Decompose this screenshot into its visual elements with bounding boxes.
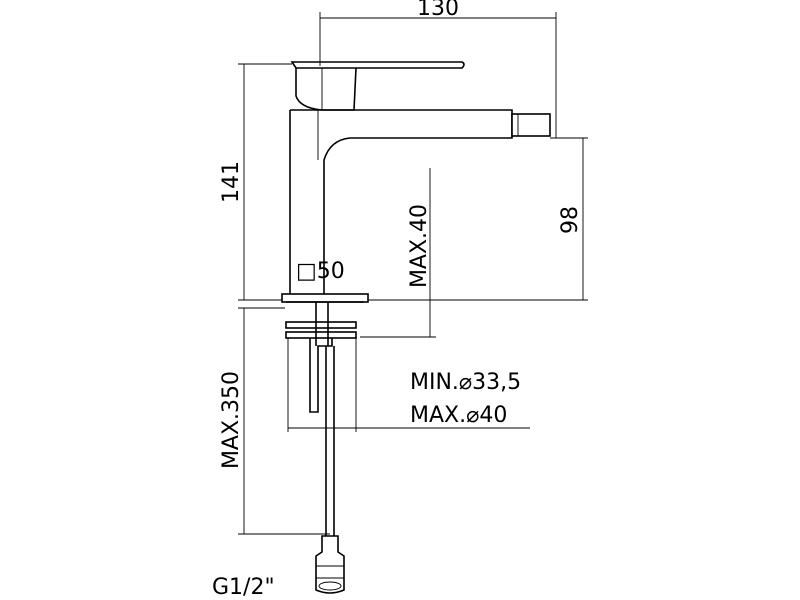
fixing-washer-bottom <box>285 331 357 339</box>
base-plate <box>281 293 369 303</box>
lever-handle <box>290 61 465 69</box>
dimension-lines <box>238 12 588 535</box>
dim-thread: G1/2" <box>212 575 275 600</box>
dim-max-thickness: MAX.40 <box>407 204 432 288</box>
faucet-body <box>281 61 551 594</box>
dim-hole-max: MAX.⌀40 <box>410 403 507 428</box>
dim-height-total: 141 <box>219 161 244 203</box>
spout <box>290 109 513 300</box>
fixing-washer-top <box>285 321 357 329</box>
dim-base-square: □50 <box>296 259 345 284</box>
dim-spout-height: 98 <box>558 206 583 234</box>
connector-stub <box>309 338 333 413</box>
dim-width-top: 130 <box>417 0 459 21</box>
cartridge-head <box>295 67 357 111</box>
dim-hole-min: MIN.⌀33,5 <box>410 370 521 395</box>
dim-hose-length: MAX.350 <box>219 371 244 469</box>
aerator <box>511 113 551 137</box>
hose-nut <box>315 535 345 594</box>
